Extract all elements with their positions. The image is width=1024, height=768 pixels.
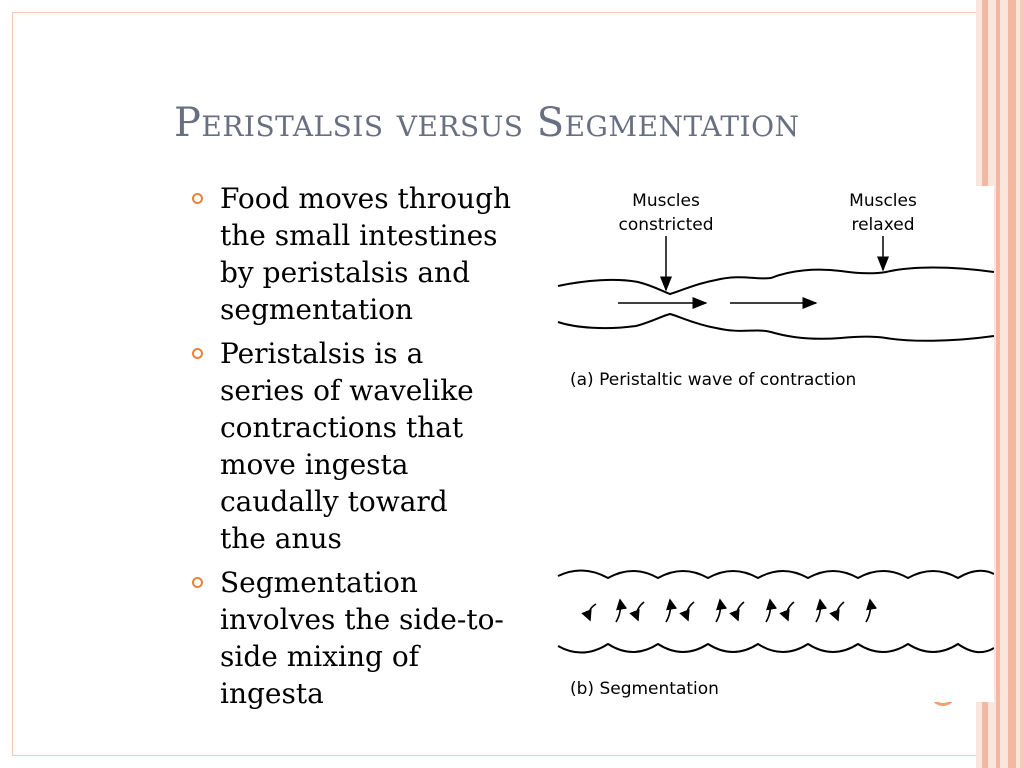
gut-motility-figure: Muscles constricted Muscles relaxed (a) …	[556, 186, 994, 702]
mixing-arrow	[729, 601, 745, 622]
mixing-arrow	[829, 601, 845, 622]
mixing-arrow	[615, 598, 628, 623]
bullet-item: Peristalsis is a series of wavelike cont…	[192, 335, 552, 557]
bullet-item: Segmentation involves the side-to- side …	[192, 564, 552, 712]
label-muscles-constricted: constricted	[618, 215, 713, 235]
label-muscles-constricted: Muscles	[632, 191, 700, 211]
bullet-line: segmentation	[220, 293, 414, 326]
bullet-marker	[192, 577, 203, 588]
caption-segmentation: (b) Segmentation	[570, 679, 719, 699]
bullet-line: the anus	[220, 522, 342, 555]
label-muscles-relaxed: relaxed	[851, 215, 914, 235]
bullet-line: involves the side-to-	[220, 603, 504, 636]
bullet-line: side mixing of	[220, 640, 420, 673]
mixing-arrow	[679, 601, 695, 622]
mixing-arrow	[665, 598, 678, 623]
figure-svg: Muscles constricted Muscles relaxed (a) …	[557, 191, 994, 699]
bullet-line: by peristalsis and	[220, 256, 470, 289]
bullet-line: caudally toward	[220, 485, 448, 518]
bullet-line: Segmentation	[220, 566, 418, 599]
bullet-line: the small intestines	[220, 219, 498, 252]
bullet-marker	[192, 193, 203, 204]
mixing-arrow	[865, 598, 878, 623]
segmentation-upper-wall	[557, 569, 994, 580]
bullet-line: ingesta	[220, 677, 324, 710]
bullet-item: Food moves through the small intestines …	[192, 180, 552, 328]
mixing-arrow	[779, 601, 795, 622]
caption-peristalsis: (a) Peristaltic wave of contraction	[570, 370, 856, 390]
mixing-arrow	[715, 598, 728, 623]
mixing-arrow	[765, 598, 778, 623]
bullet-marker	[192, 348, 203, 359]
label-muscles-relaxed: Muscles	[849, 191, 917, 211]
slide-title: Peristalsis versus Segmentation	[174, 100, 800, 146]
segmentation-lower-wall	[557, 642, 994, 654]
mixing-arrow	[629, 601, 645, 622]
decorative-arc	[930, 680, 956, 706]
bullet-line: Food moves through	[220, 182, 512, 215]
bullet-list: Food moves through the small intestines …	[192, 180, 552, 719]
bullet-line: move ingesta	[220, 448, 409, 481]
bullet-line: Peristalsis is a	[220, 337, 424, 370]
bullet-line: contractions that	[220, 411, 464, 444]
mixing-arrow	[815, 598, 828, 623]
mixing-arrows	[581, 598, 878, 623]
mixing-arrow	[581, 603, 597, 622]
peristalsis-upper-wall	[557, 266, 994, 296]
bullet-line: series of wavelike	[220, 374, 474, 407]
peristalsis-lower-wall	[557, 312, 994, 342]
